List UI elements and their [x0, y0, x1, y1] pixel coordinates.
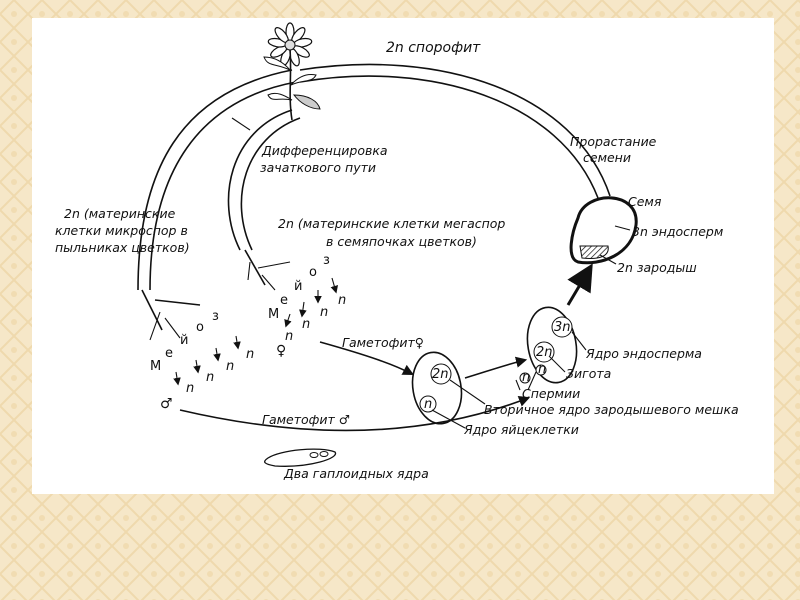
meiosis-letter: й — [294, 279, 302, 294]
differentiation-label-line1: Дифференцировка — [261, 143, 388, 158]
sporophyte-label: 2n спорофит — [386, 40, 481, 56]
meiosis-letter: о — [309, 265, 317, 280]
meiosis-letter: е — [165, 346, 173, 361]
diagram-panel — [32, 18, 774, 494]
differentiation-pointer — [231, 117, 251, 131]
female-gametophyte-cell — [411, 351, 463, 425]
meiosis-letter: з — [323, 253, 330, 268]
haploid-n: n — [338, 293, 346, 308]
fertilization-arrow — [464, 356, 528, 379]
endosperm-3n-label: 3n эндосперм — [632, 224, 723, 239]
sperm-label: Спермии — [522, 386, 580, 401]
cell-3n-label: 3n — [554, 320, 571, 335]
haploid-n: n — [285, 329, 293, 344]
endosperm-pointer — [614, 225, 631, 231]
male-gametophyte-arrow — [179, 396, 531, 432]
meiosis-microspore: М е й о з n n n n ♂ — [150, 309, 254, 412]
male-symbol-icon: ♂ — [160, 396, 173, 412]
male-gametophyte-label: Гаметофит ♂ — [262, 412, 350, 427]
haploid-n: n — [186, 381, 194, 396]
main-cycle-arc — [137, 63, 611, 291]
secondary-nucleus-label: Вторичное ядро зародышевого мешка — [484, 402, 739, 417]
pollen-grain-icon — [264, 448, 337, 467]
zygote-label: Зигота — [566, 366, 611, 381]
germination-label-line2: семени — [583, 150, 631, 165]
germination-label-line1: Прорастание — [570, 134, 657, 149]
mega-mother-label-line2: в семяпочках цветков) — [326, 234, 477, 249]
female-gametophyte-arrow — [319, 341, 414, 376]
cell-n-label: n — [522, 370, 530, 385]
embryo-pointer — [599, 254, 617, 265]
cell-label-pointers — [431, 331, 587, 429]
cell-2n-label: 2n — [536, 345, 553, 360]
endosperm-nucleus-label: Ядро эндосперма — [585, 346, 702, 361]
development-arrow — [566, 263, 593, 306]
differentiation-label-line2: зачаткового пути — [260, 160, 376, 175]
haploid-n: n — [246, 347, 254, 362]
egg-nucleus-label: Ядро яйцеклетки — [463, 422, 579, 437]
meiosis-letter: М — [268, 307, 279, 322]
meiosis-letter: е — [280, 293, 288, 308]
meiosis-letter: й — [180, 333, 188, 348]
mega-mother-label-line1: 2n (материнские клетки мегаспор — [278, 216, 505, 231]
micro-mother-label-line2: клетки микроспор в — [55, 223, 188, 238]
germline-branches — [141, 109, 301, 341]
meiosis-megaspore: М е й о з n n n n ♀ — [268, 253, 346, 359]
meiosis-letter: з — [212, 309, 219, 324]
two-haploid-nuclei-label: Два гаплоидных ядра — [283, 466, 429, 481]
haploid-n: n — [206, 370, 214, 385]
embryo-2n-label: 2n зародыш — [617, 260, 697, 275]
cell-n-label: n — [424, 397, 432, 412]
micro-mother-label-line1: 2n (материнские — [64, 206, 176, 221]
seed-label: Семя — [628, 194, 662, 209]
meiosis-letter: М — [150, 359, 161, 374]
micro-mother-label-line3: пыльниках цветков) — [55, 240, 190, 255]
female-symbol-icon: ♀ — [276, 343, 286, 359]
haploid-n: n — [320, 305, 328, 320]
haploid-n: n — [302, 317, 310, 332]
cell-2n-label: 2n — [432, 367, 449, 382]
cell-n-label: n — [538, 362, 546, 377]
female-gametophyte-label: Гаметофит♀ — [342, 335, 424, 350]
meiosis-letter: о — [196, 320, 204, 335]
flower-icon — [263, 22, 321, 121]
seed-icon — [569, 196, 638, 265]
haploid-n: n — [226, 359, 234, 374]
fertilized-cell — [519, 306, 578, 384]
